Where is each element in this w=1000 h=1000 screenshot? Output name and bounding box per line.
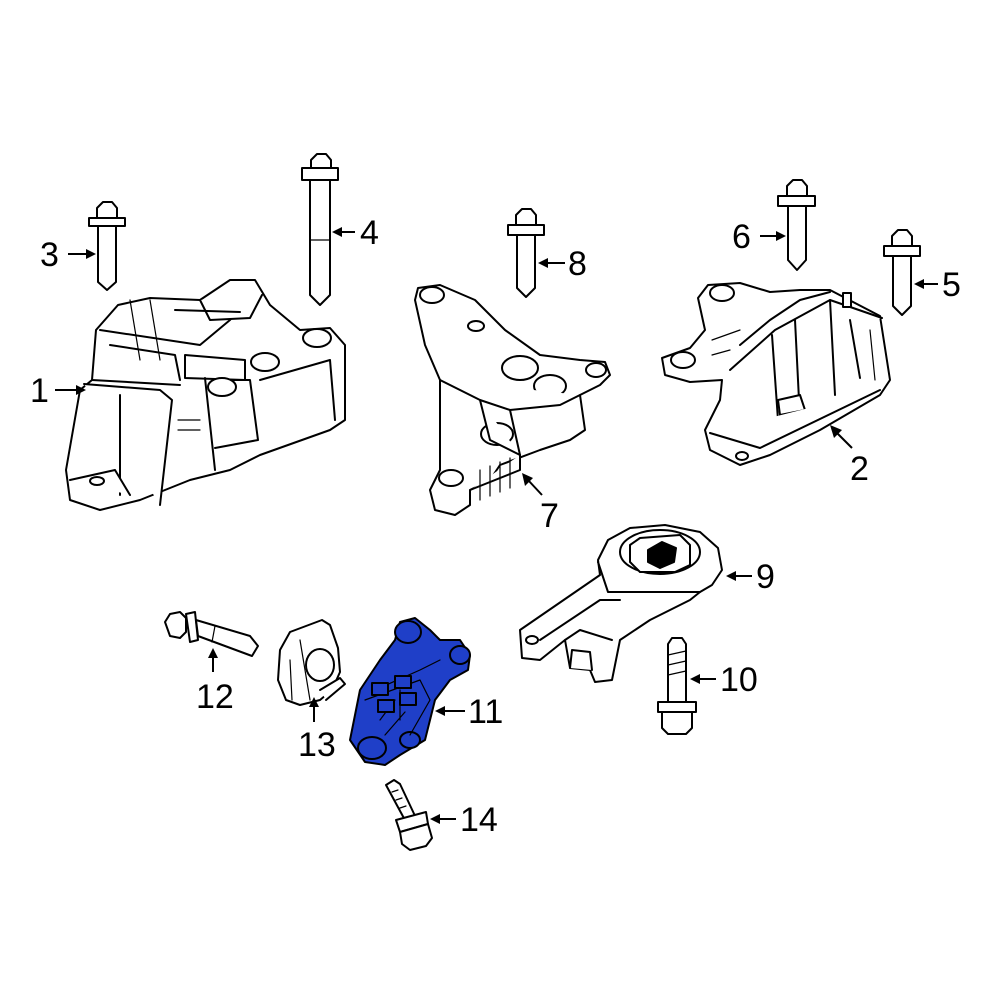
part-number-13[interactable]: 13 — [298, 726, 336, 764]
callout-8: 8 — [538, 245, 587, 283]
bolt-12-icon[interactable] — [164, 611, 259, 657]
callout-1: 1 — [30, 372, 86, 410]
callout-3: 3 — [40, 236, 96, 274]
part-number-5[interactable]: 5 — [942, 266, 961, 304]
part-number-1[interactable]: 1 — [30, 372, 49, 410]
part-number-4[interactable]: 4 — [360, 214, 379, 252]
bolt-5-icon[interactable] — [883, 229, 921, 316]
callout-4: 4 — [332, 214, 379, 252]
mount-bracket-7-icon[interactable] — [414, 284, 611, 516]
part-number-6[interactable]: 6 — [732, 218, 751, 256]
callout-11: 11 — [435, 693, 503, 731]
flange-bolt-10-icon[interactable] — [657, 637, 697, 735]
callout-10: 10 — [690, 661, 758, 699]
highlighted-mount-bracket-11-icon[interactable] — [349, 617, 471, 766]
flange-bolt-14-icon[interactable] — [385, 779, 433, 851]
long-bolt-4-icon[interactable] — [301, 153, 339, 306]
part-number-8[interactable]: 8 — [568, 245, 587, 283]
engine-mount-icon[interactable] — [65, 279, 346, 511]
bolt-8-icon[interactable] — [507, 208, 545, 298]
callout-2: 2 — [830, 425, 869, 488]
part-number-10[interactable]: 10 — [720, 661, 758, 699]
torque-strut-9-icon[interactable] — [519, 524, 723, 683]
part-number-12[interactable]: 12 — [196, 678, 234, 716]
callout-7: 7 — [522, 473, 559, 535]
callout-13: 13 — [298, 697, 336, 764]
callout-6: 6 — [732, 218, 786, 256]
transmission-mount-icon[interactable] — [661, 282, 891, 466]
callout-12: 12 — [196, 648, 234, 716]
part-number-2[interactable]: 2 — [850, 450, 869, 488]
heat-shield-13-icon[interactable] — [277, 619, 346, 706]
part-number-11[interactable]: 11 — [468, 693, 503, 731]
bolt-3-icon[interactable] — [88, 201, 126, 291]
bolt-6-icon[interactable] — [777, 179, 816, 271]
part-number-9[interactable]: 9 — [756, 558, 775, 596]
part-number-7[interactable]: 7 — [540, 497, 559, 535]
callout-14: 14 — [430, 801, 498, 839]
callout-9: 9 — [726, 558, 775, 596]
part-number-14[interactable]: 14 — [460, 801, 498, 839]
part-number-3[interactable]: 3 — [40, 236, 59, 274]
callout-5: 5 — [914, 266, 961, 304]
